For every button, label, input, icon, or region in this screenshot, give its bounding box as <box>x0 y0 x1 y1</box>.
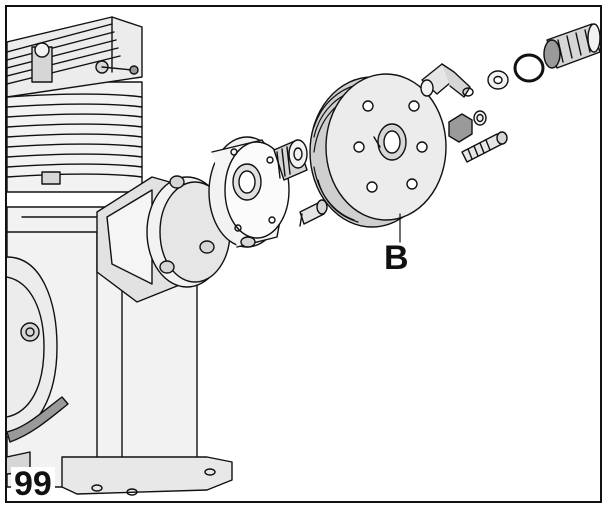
pulley-b <box>309 73 447 243</box>
compressor-cylinder <box>7 81 143 193</box>
figure-frame <box>5 5 602 503</box>
o-ring <box>513 53 545 83</box>
pump-housing-plate <box>208 136 290 248</box>
crankcase-flange <box>96 175 231 303</box>
flat-washer <box>487 70 509 90</box>
figure-number: 99 <box>11 467 55 501</box>
threaded-nipple <box>273 139 308 181</box>
lower-fitting <box>299 199 328 227</box>
long-threaded-rod <box>461 131 508 163</box>
end-cap <box>543 23 600 69</box>
elbow-fitting <box>420 63 474 98</box>
compressor-head <box>7 16 143 98</box>
exploded-diagram <box>7 16 600 496</box>
small-nut <box>448 110 487 143</box>
callout-label-b: B <box>384 239 409 277</box>
